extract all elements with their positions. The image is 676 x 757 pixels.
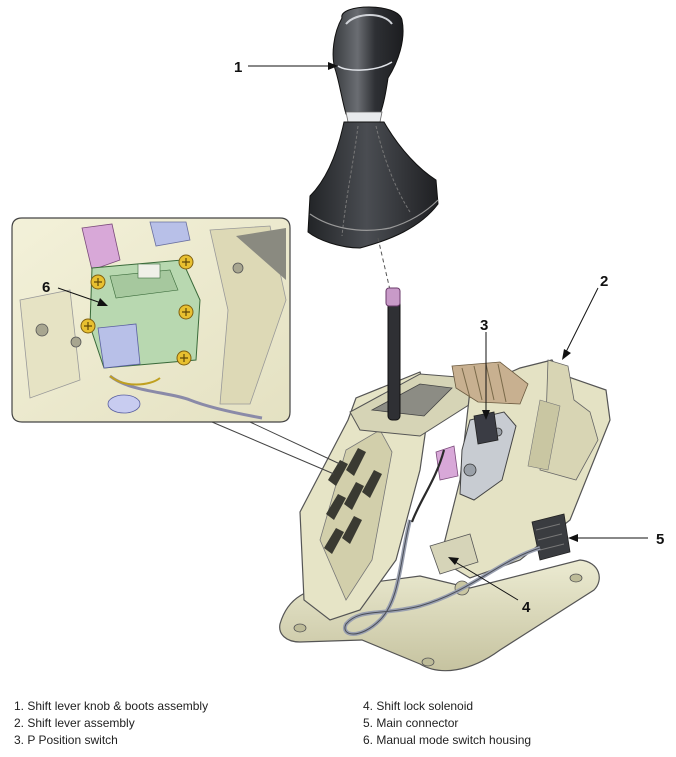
callout-leaders <box>57 62 648 601</box>
legend-item: 6. Manual mode switch housing <box>363 733 532 747</box>
legend-item: 3. P Position switch <box>14 733 118 747</box>
callout-5: 5 <box>656 531 664 548</box>
shift-lever-base <box>279 287 611 672</box>
inset-detail <box>11 217 341 475</box>
legend-item: 1. Shift lever knob & boots assembly <box>14 699 209 713</box>
shift-lever-diagram: 1 2 3 4 5 6 <box>11 6 664 672</box>
callout-4: 4 <box>522 599 531 616</box>
legend-left-column: 1. Shift lever knob & boots assembly 2. … <box>14 698 208 749</box>
legend-right-column: 4. Shift lock solenoid 5. Main connector… <box>363 698 531 749</box>
callout-1: 1 <box>234 59 242 76</box>
alignment-line <box>377 237 391 291</box>
callout-3: 3 <box>480 317 488 334</box>
callout-6: 6 <box>42 279 50 296</box>
callout-2: 2 <box>600 273 608 290</box>
legend-item: 5. Main connector <box>363 716 459 730</box>
knob-boot-assembly <box>307 6 439 249</box>
legend-item: 4. Shift lock solenoid <box>363 699 474 713</box>
legend-item: 2. Shift lever assembly <box>14 716 135 730</box>
